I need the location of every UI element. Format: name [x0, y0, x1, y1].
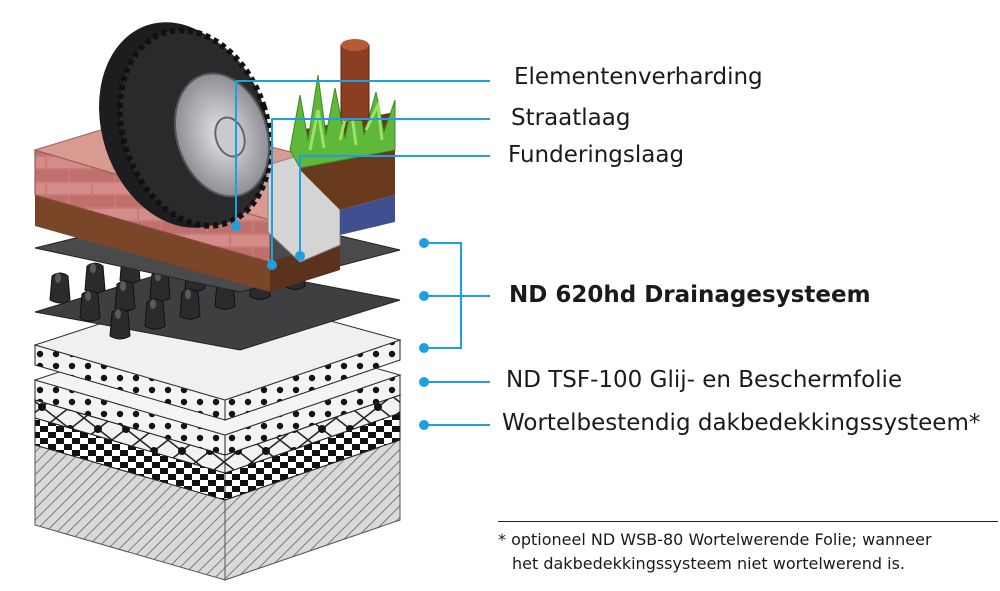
dot-drainage-top — [419, 238, 429, 248]
dot-drainage-mid — [419, 291, 429, 301]
dot-straatlaag — [267, 260, 277, 270]
label-elementenverharding: Elementenverharding — [514, 64, 763, 90]
drainage-stud-highlight — [55, 273, 61, 283]
drainage-stud-highlight — [185, 289, 191, 300]
dot-glijfolie — [419, 377, 429, 387]
tire-illustration — [99, 22, 274, 229]
label-dakbedekking: Wortelbestendig dakbedekkingssysteem* — [502, 410, 981, 436]
drainage-stud — [144, 298, 166, 330]
drainage-stud — [109, 308, 131, 340]
drainage-stud — [49, 272, 71, 304]
footnote-divider — [498, 521, 998, 522]
dot-funderingslaag — [295, 251, 305, 261]
label-funderingslaag: Funderingslaag — [508, 142, 685, 168]
drainage-stud-highlight — [120, 281, 126, 292]
leader-dots — [231, 221, 429, 430]
label-glijfolie: ND TSF-100 Glij- en Beschermfolie — [506, 367, 903, 393]
leader-elementenverharding — [235, 80, 490, 226]
drainage-stud-highlight — [90, 263, 96, 274]
drainage-stud — [79, 290, 101, 322]
footnote-line-1: * optioneel ND WSB-80 Wortelwerende Foli… — [498, 530, 932, 549]
drainage-stud — [179, 288, 201, 320]
leader-lines — [235, 80, 490, 426]
leader-straatlaag — [271, 118, 490, 265]
dot-drainage-bottom — [419, 343, 429, 353]
footnote-line-2: het dakbedekkingssysteem niet wortelwere… — [512, 554, 906, 573]
dot-dakbedekking — [419, 420, 429, 430]
leader-funderingslaag — [299, 155, 490, 256]
drainage-stud-highlight — [85, 291, 91, 301]
drainage-stud-highlight — [115, 309, 121, 319]
drainage-stud-highlight — [150, 299, 156, 310]
dot-elementenverharding — [231, 221, 241, 231]
label-straatlaag: Straatlaag — [511, 105, 631, 131]
footnote: * optioneel ND WSB-80 Wortelwerende Foli… — [498, 528, 932, 576]
label-drainagesysteem: ND 620hd Drainagesysteem — [509, 282, 871, 308]
